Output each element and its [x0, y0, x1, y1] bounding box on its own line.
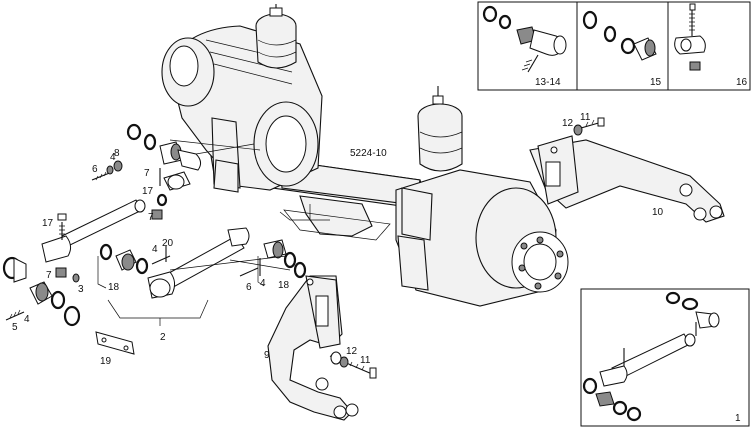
bolt-group-10: [573, 117, 605, 136]
label-assembly-code: 5224-10: [350, 148, 387, 159]
part-19-plate: [95, 331, 135, 355]
label-10: 10: [652, 207, 664, 218]
label-20: 20: [162, 238, 174, 249]
torque-rod-upper: [2, 199, 146, 327]
inset-bottom-right: 1: [580, 288, 750, 427]
label-9: 9: [264, 350, 270, 361]
label-1: 1: [735, 413, 741, 424]
label-6a: 6: [92, 164, 98, 175]
label-16: 16: [736, 77, 748, 88]
right-hub-housing: [395, 169, 569, 307]
inset-frame-top: [477, 1, 751, 91]
torque-rod-lower: [99, 227, 307, 299]
label-7b: 7: [148, 212, 154, 223]
inset-frame-bottom: [580, 288, 750, 427]
left-air-spring: [255, 4, 297, 69]
label-13-14: 13-14: [535, 77, 561, 88]
trailing-arm-10: [529, 135, 725, 223]
label-4a: 4: [110, 152, 116, 163]
label-7c: 7: [46, 270, 52, 281]
label-8: 8: [114, 148, 120, 159]
inset-top-right: 13-14 15 16: [477, 1, 751, 91]
axle-assembly: [161, 4, 569, 307]
label-5: 5: [12, 322, 18, 333]
label-17b: 17: [42, 218, 54, 229]
label-12b: 12: [346, 346, 358, 357]
bolt-group-9: [329, 351, 377, 379]
bushing-group-upper: [91, 123, 202, 220]
label-12a: 12: [562, 118, 574, 129]
center-bracket: [299, 195, 373, 237]
inset-part-16: [674, 3, 706, 71]
inset-part-13-14: [482, 5, 567, 73]
label-4d: 4: [260, 278, 266, 289]
label-18b: 18: [278, 280, 290, 291]
label-18a: 18: [108, 282, 120, 293]
label-6b: 6: [246, 282, 252, 293]
label-17a: 17: [142, 186, 154, 197]
label-3: 3: [78, 284, 84, 295]
right-air-spring: [417, 86, 463, 172]
inset-part-15: [582, 10, 657, 61]
leader-lines: [97, 139, 330, 326]
label-19: 19: [100, 356, 112, 367]
label-2: 2: [160, 332, 166, 343]
label-15: 15: [650, 77, 662, 88]
label-7a: 7: [144, 168, 150, 179]
trailing-arm-9: [267, 275, 359, 421]
label-11a: 11: [580, 112, 591, 123]
label-4c: 4: [152, 244, 158, 255]
label-11b: 11: [360, 355, 371, 366]
label-4b: 4: [24, 314, 30, 325]
